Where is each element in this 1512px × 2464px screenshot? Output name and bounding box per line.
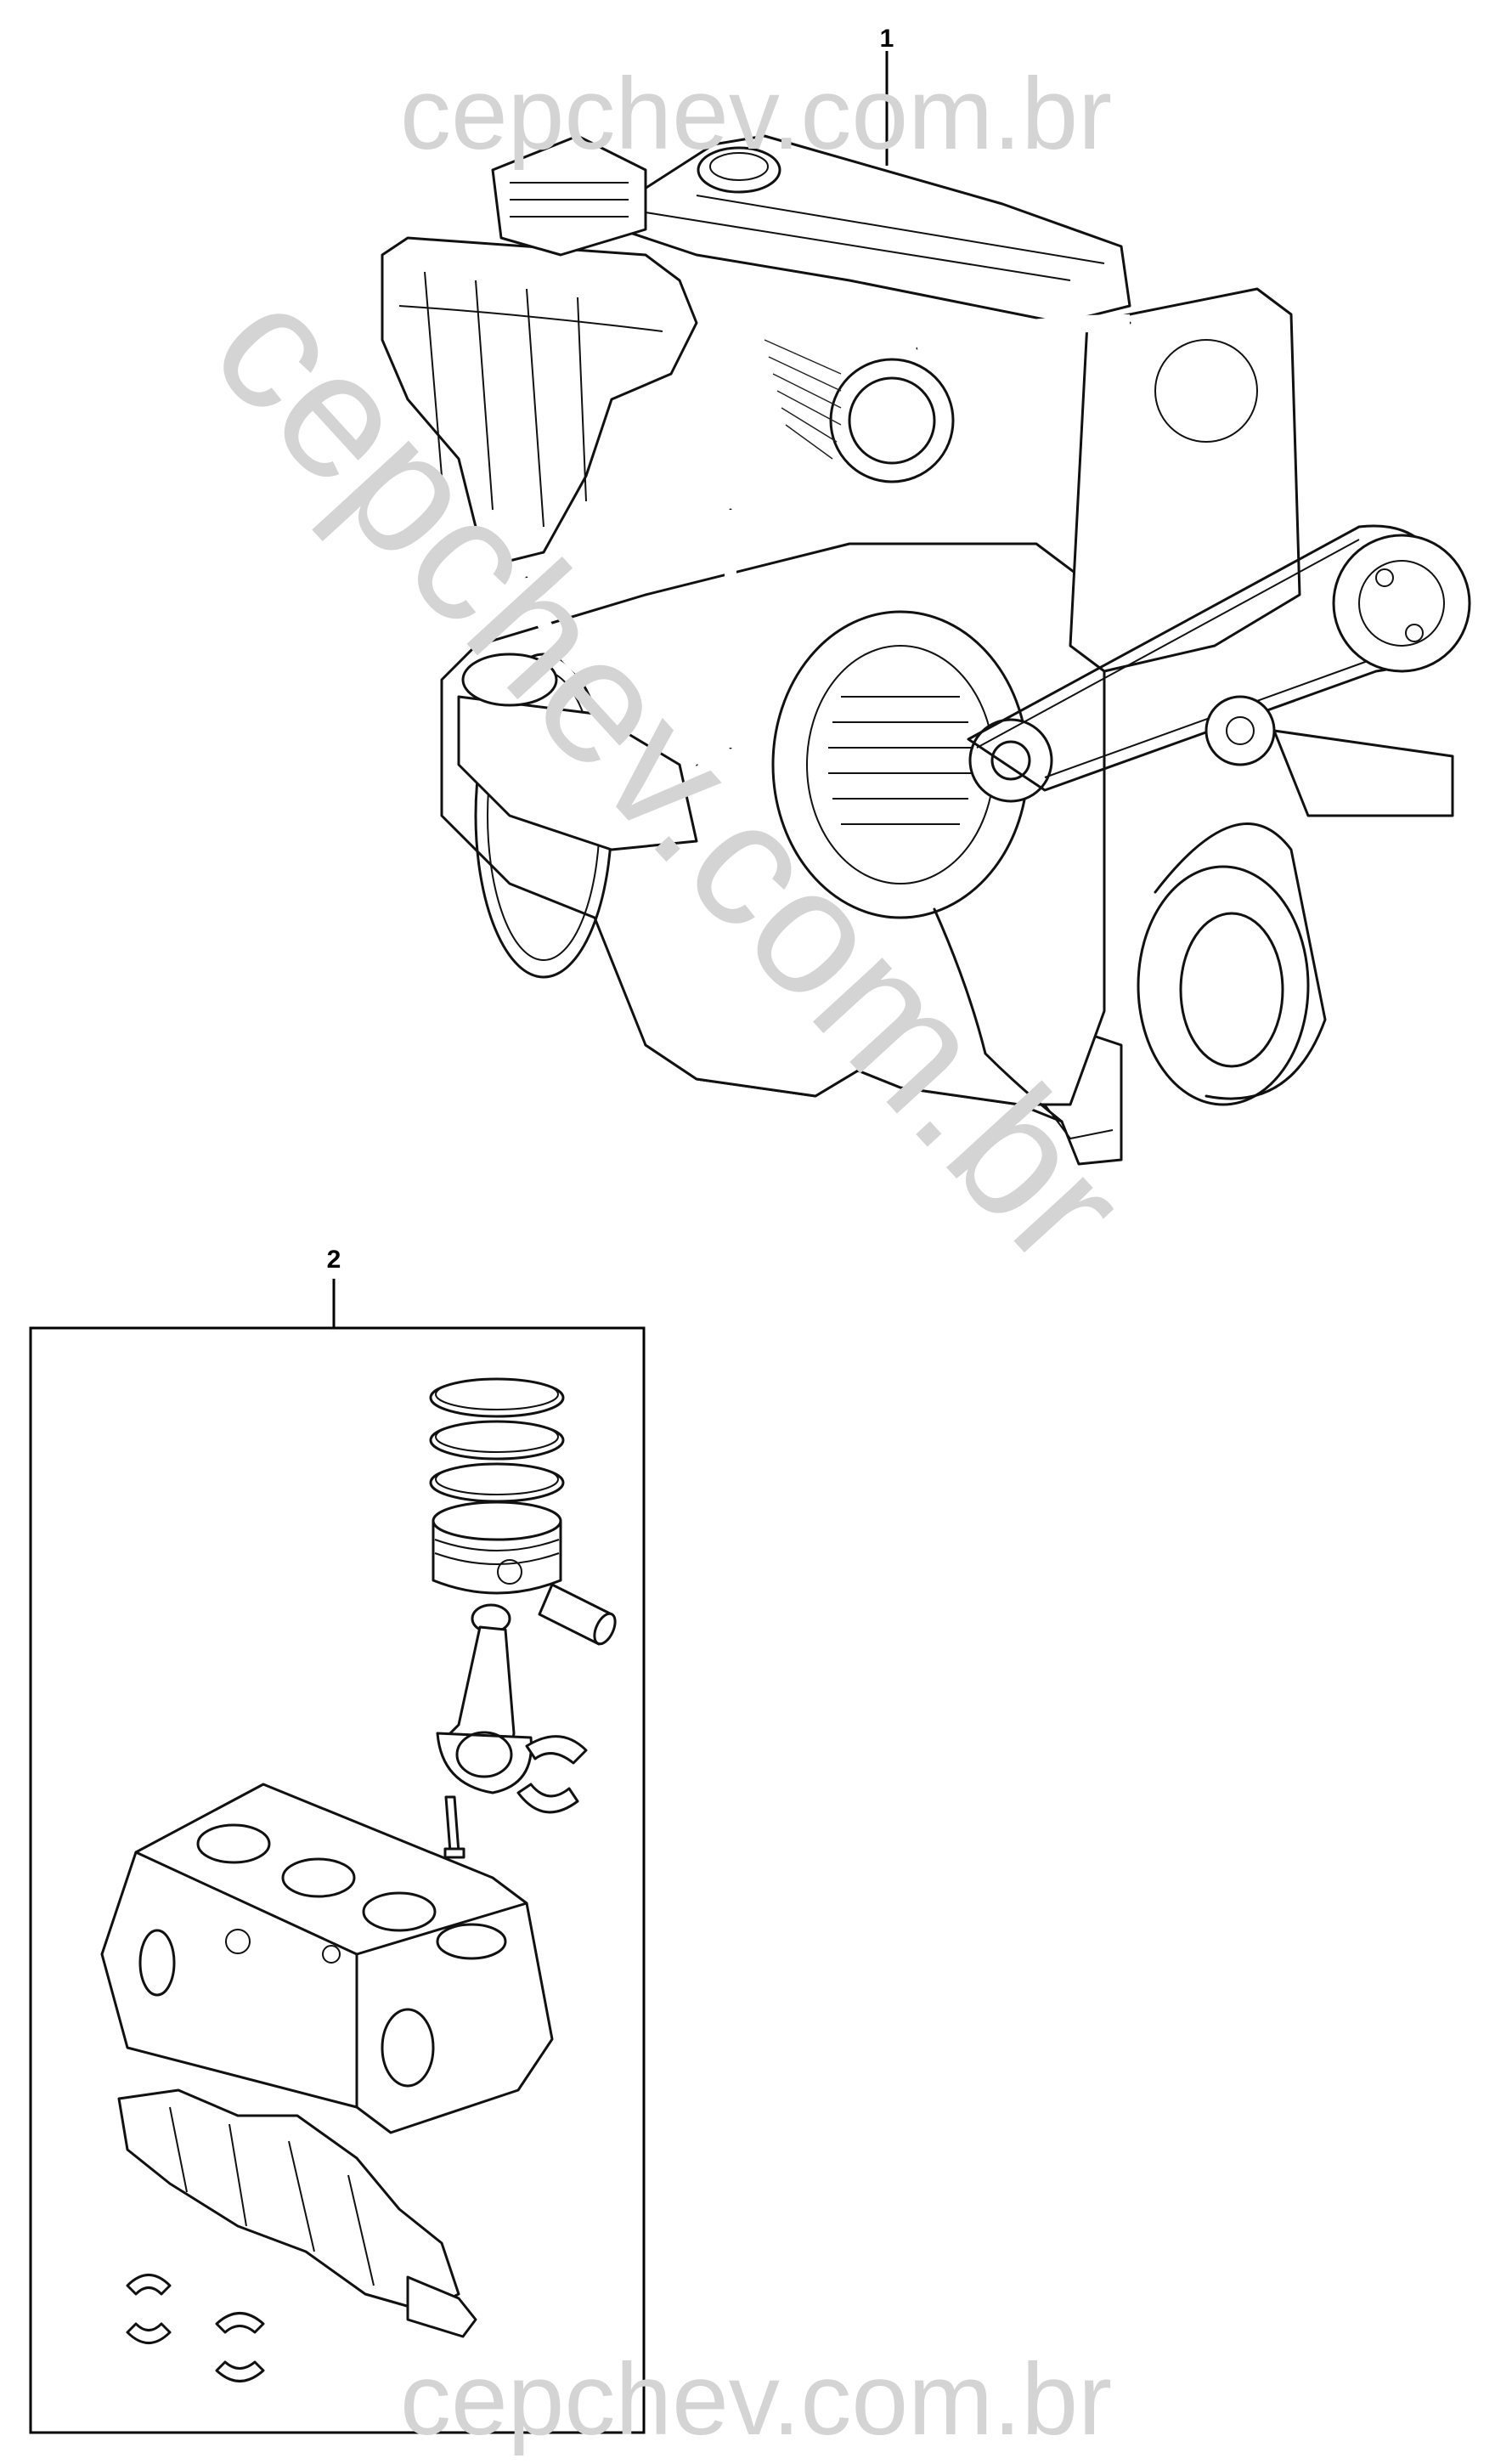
piston-rings-drawing — [429, 1377, 565, 1503]
connecting-rod-drawing — [436, 1603, 533, 1794]
piston-pin-drawing — [538, 1583, 617, 1646]
rod-bearing-shells-drawing — [516, 1735, 588, 1814]
kit-frame — [29, 1326, 646, 2434]
watermark-top: cepchev.com.br — [400, 57, 1112, 171]
crankshaft-drawing — [117, 2088, 477, 2338]
callout-2-label: 2 — [327, 1246, 341, 1274]
rod-bolt-drawing — [443, 1795, 465, 1859]
piston-drawing — [432, 1500, 562, 1595]
callout-1-label: 1 — [880, 25, 894, 53]
main-bearing-shells-drawing — [126, 2274, 265, 2382]
watermark-bottom: cepchev.com.br — [400, 2342, 1112, 2456]
engine-assembly-drawing — [381, 134, 1471, 1166]
cylinder-block-drawing — [100, 1783, 554, 2134]
